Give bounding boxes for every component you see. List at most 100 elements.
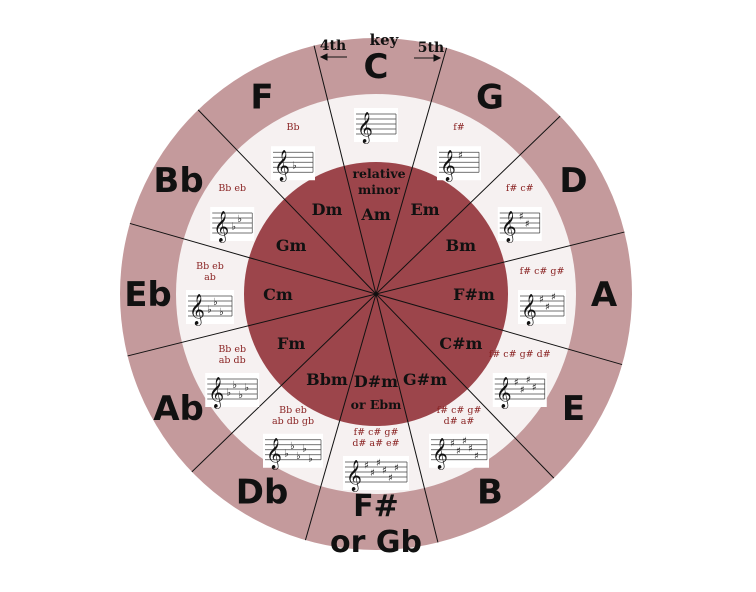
major-key-label: D [559, 161, 587, 201]
key-signature-staff: 𝄞♭♭♭ [186, 290, 234, 326]
flat-icon: ♭ [219, 307, 224, 318]
treble-clef-icon: 𝄞 [346, 459, 362, 492]
key-sector: AF#mf# c# g#𝄞♯♯♯ [453, 266, 618, 326]
accidentals-label: Bb eb [196, 261, 224, 272]
accidentals-label: f# [453, 122, 465, 133]
flat-icon: ♭ [292, 161, 297, 172]
direction-header: 4th key 5th [320, 31, 444, 62]
major-key-label: Bb [153, 161, 203, 201]
sharp-icon: ♯ [519, 212, 524, 223]
treble-clef-icon: 𝄞 [274, 149, 290, 182]
accidentals-label: ab db [219, 355, 246, 366]
minor-key-label: Fm [277, 334, 305, 353]
key-signature-staff: 𝄞♯♯♯ [518, 290, 566, 326]
minor-key-label: Em [410, 200, 439, 219]
sharp-icon: ♯ [468, 443, 473, 454]
fourth-label: 4th [320, 38, 346, 54]
sharp-icon: ♯ [450, 438, 455, 449]
accidentals-label: f# c# g# d# [489, 349, 551, 360]
fifth-label: 5th [418, 40, 444, 56]
minor-key-label: D#m [354, 372, 398, 391]
sector-divider-line [375, 115, 561, 295]
flat-icon: ♭ [290, 441, 295, 452]
sharp-icon: ♯ [525, 219, 530, 230]
key-signature-staff: 𝄞♭♭♭♭♭ [263, 433, 323, 470]
flat-icon: ♭ [308, 453, 313, 464]
treble-clef-icon: 𝄞 [357, 111, 373, 144]
sharp-icon: ♯ [539, 295, 544, 306]
flat-icon: ♭ [207, 305, 212, 316]
sharp-icon: ♯ [520, 385, 525, 396]
key-signature-staff: 𝄞♭♭ [210, 207, 255, 243]
minor-key-label: Dm [312, 200, 343, 219]
major-key-label: or Gb [330, 525, 422, 560]
flat-icon: ♭ [213, 297, 218, 308]
sector-divider-line [197, 109, 377, 295]
sharp-icon: ♯ [382, 466, 387, 477]
flat-icon: ♭ [237, 214, 242, 225]
right-arrow-icon [414, 54, 442, 62]
accidentals-label: Bb eb [279, 405, 307, 416]
minor-key-label: Am [360, 205, 390, 224]
minor-key-label: Bm [446, 236, 477, 255]
treble-clef-icon: 𝄞 [521, 293, 537, 326]
accidentals-label: ab db gb [272, 416, 314, 427]
sharp-icon: ♯ [474, 451, 479, 462]
major-key-label: Ab [153, 389, 204, 429]
accidentals-label: d# a# [444, 416, 475, 427]
key-signature-staff: 𝄞♯ [437, 146, 481, 182]
key-sector: BG#mf# c# g#d# a#𝄞♯♯♯♯♯ [403, 370, 503, 513]
major-key-label: F# [353, 489, 399, 524]
accidentals-label: ab [204, 272, 216, 283]
sharp-icon: ♯ [458, 151, 463, 162]
major-key-label: A [591, 275, 618, 315]
accidentals-label: f# c# g# [354, 427, 399, 438]
sector-divider-line [375, 47, 448, 295]
key-sector: G Em f# 𝄞♯ [410, 78, 504, 220]
sharp-icon: ♯ [532, 383, 537, 394]
minor-key-label: G#m [403, 370, 447, 389]
flat-icon: ♭ [226, 388, 231, 399]
sharp-icon: ♯ [462, 436, 467, 447]
treble-clef-icon: 𝄞 [496, 376, 512, 409]
sharp-icon: ♯ [370, 468, 375, 479]
major-key-label: Eb [124, 275, 172, 315]
minor-key-label: Gm [276, 236, 307, 255]
minor-key-label: or Ebm [351, 397, 402, 412]
sector-dividers [127, 45, 625, 543]
relative-minor-caption: relative minor [352, 166, 405, 197]
minor-key-label: C#m [439, 334, 482, 353]
accidentals-label: Bb eb [218, 344, 246, 355]
flat-icon: ♭ [302, 443, 307, 454]
minor-key-label: Cm [263, 285, 293, 304]
key-signature-staff: 𝄞♯♯ [497, 207, 542, 243]
major-key-label: B [477, 472, 503, 512]
key-signature-staff: 𝄞♯♯♯♯ [492, 373, 547, 409]
accidentals-label: Bb eb [218, 183, 246, 194]
accidentals-label: f# c# g# [520, 266, 565, 277]
key-sector: CAm𝄞 [354, 47, 398, 224]
sharp-icon: ♯ [514, 378, 519, 389]
minor-key-label: F#m [453, 285, 495, 304]
treble-clef-icon: 𝄞 [266, 437, 282, 470]
major-key-label: G [476, 78, 504, 118]
sector-divider-line [127, 293, 377, 357]
sector-divider-line [375, 293, 439, 543]
key-signature-staff: 𝄞♭♭♭♭ [205, 373, 260, 409]
sector-divider-line [313, 45, 377, 295]
key-signature-staff: 𝄞 [354, 108, 398, 144]
sharp-icon: ♯ [364, 461, 369, 472]
sharp-icon: ♯ [551, 292, 556, 303]
key-signature-staff: 𝄞♭ [271, 146, 315, 182]
sector-divider-line [375, 293, 555, 479]
sharp-icon: ♯ [456, 446, 461, 457]
minor-key-label: Bbm [306, 370, 348, 389]
sharp-icon: ♯ [376, 458, 381, 469]
center-label-line-2: minor [358, 182, 400, 197]
major-key-label: E [562, 389, 585, 429]
